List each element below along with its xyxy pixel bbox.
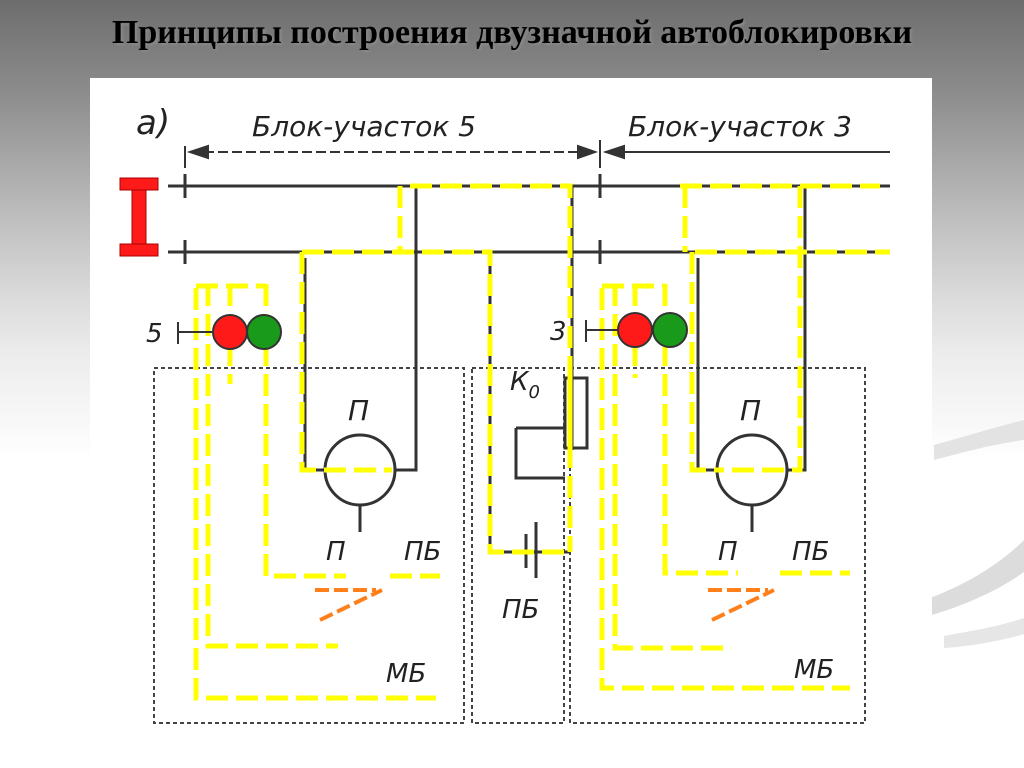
relay-left-label: П <box>348 394 369 427</box>
signal-left-green-lamp <box>246 314 282 350</box>
relay-right-label: П <box>740 394 761 427</box>
relay-contacts <box>315 588 775 622</box>
highlighted-circuit <box>193 183 890 701</box>
block-section-right-label: Блок-участок 3 <box>628 110 852 143</box>
resistor-label-subscript: 0 <box>528 382 539 403</box>
block-section-left-label: Блок-участок 5 <box>252 110 476 143</box>
signal-right <box>585 312 688 348</box>
battery-left-label: МБ <box>386 659 426 689</box>
circuit-base <box>303 186 807 578</box>
dimension-arrows <box>184 140 890 168</box>
rail-insulation-marker <box>119 177 159 257</box>
track-relays <box>323 433 789 507</box>
signal-left-red-lamp <box>212 314 248 350</box>
signal-right-number: 3 <box>550 317 567 347</box>
signal-left <box>177 314 282 350</box>
panel-label: а) <box>136 103 170 143</box>
resistor-label-main: К <box>510 367 530 397</box>
contact-left-pb-label: ПБ <box>404 537 441 567</box>
autoblock-diagram: а) Блок-участок 5 Блок-участок 3 <box>119 103 890 724</box>
rails <box>168 184 890 254</box>
contact-right-pb-label: ПБ <box>792 537 829 567</box>
resistor-label: К0 <box>510 367 540 403</box>
contact-left-p-label: П <box>326 537 346 567</box>
background-swoosh <box>924 420 1024 648</box>
signal-left-number: 5 <box>146 319 163 349</box>
insulated-joints <box>183 174 602 264</box>
slide-title: Принципы построения двузначной автоблоки… <box>111 14 913 51</box>
contact-right-p-label: П <box>718 537 738 567</box>
signal-right-green-lamp <box>652 312 688 348</box>
signal-right-red-lamp <box>617 312 653 348</box>
battery-right-label: МБ <box>794 655 834 685</box>
track-battery-label: ПБ <box>502 595 539 625</box>
diagram-panel: а) Блок-участок 5 Блок-участок 3 <box>90 78 932 768</box>
